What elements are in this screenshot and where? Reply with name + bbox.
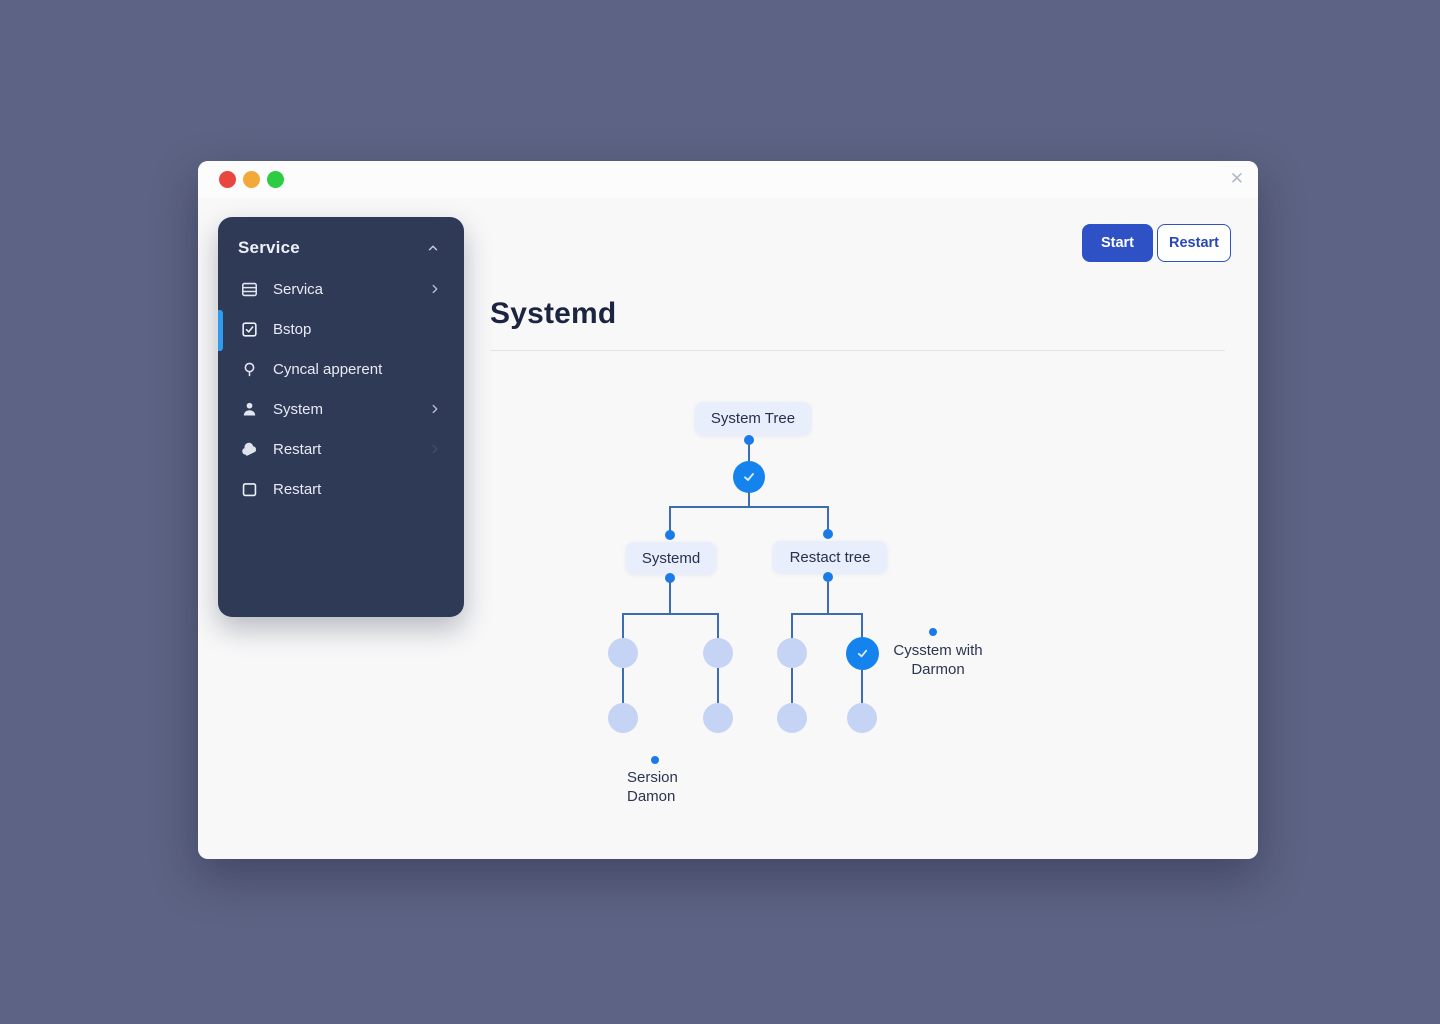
tree-node-systemd[interactable]: Systemd bbox=[626, 542, 716, 574]
tree-leaf-node[interactable] bbox=[608, 703, 638, 733]
annotation-dot bbox=[651, 756, 659, 764]
sidebar-item-bstop[interactable]: Bstop bbox=[218, 309, 464, 349]
connector-line bbox=[861, 670, 863, 703]
maximize-traffic-light[interactable] bbox=[267, 171, 284, 188]
square-outline-icon bbox=[240, 480, 259, 499]
connector-line bbox=[827, 582, 829, 614]
check-icon bbox=[857, 649, 868, 658]
active-item-indicator bbox=[218, 310, 223, 351]
sidebar-item-restart-cloud[interactable]: Restart bbox=[218, 429, 464, 469]
tree-leaf-node[interactable] bbox=[777, 703, 807, 733]
sidebar-item-label: Restart bbox=[273, 440, 322, 458]
connector-dot bbox=[744, 435, 754, 445]
server-list-icon bbox=[240, 280, 259, 299]
sidebar-header[interactable]: Service bbox=[218, 217, 464, 269]
annotation-sersion-damon: Sersion Damon bbox=[627, 769, 678, 805]
connector-line bbox=[748, 444, 750, 463]
minimize-traffic-light[interactable] bbox=[243, 171, 260, 188]
sidebar-item-cyncal-apperent[interactable]: Cyncal apperent bbox=[218, 349, 464, 389]
sidebar-item-label: Servica bbox=[273, 280, 324, 298]
connector-line bbox=[717, 668, 719, 703]
divider bbox=[490, 350, 1225, 351]
chevron-right-icon bbox=[432, 404, 438, 414]
connector-line bbox=[791, 613, 793, 639]
connector-line bbox=[748, 492, 750, 507]
sidebar-item-servica[interactable]: Servica bbox=[218, 269, 464, 309]
tree-leaf-node[interactable] bbox=[777, 638, 807, 668]
connector-line bbox=[622, 613, 624, 639]
tree-leaf-node[interactable] bbox=[608, 638, 638, 668]
connector-dot bbox=[823, 529, 833, 539]
tree-leaf-node[interactable] bbox=[847, 703, 877, 733]
root-check-node[interactable] bbox=[733, 461, 765, 493]
connector-line bbox=[717, 613, 719, 639]
connector-dot bbox=[823, 572, 833, 582]
close-traffic-light[interactable] bbox=[219, 171, 236, 188]
check-icon bbox=[744, 473, 754, 481]
tree-leaf-node[interactable] bbox=[703, 638, 733, 668]
start-button[interactable]: Start bbox=[1082, 224, 1153, 262]
titlebar: ✕ bbox=[198, 161, 1258, 198]
chevron-up-icon bbox=[428, 245, 438, 251]
connector-line bbox=[622, 668, 624, 703]
page-title: Systemd bbox=[490, 297, 617, 330]
sidebar-item-label: Cyncal apperent bbox=[273, 360, 383, 378]
sidebar-item-label: System bbox=[273, 400, 324, 418]
traffic-lights bbox=[219, 171, 284, 188]
sidebar-item-label: Bstop bbox=[273, 320, 312, 338]
annotation-cysstem-with-darmon: Cysstem with Darmon bbox=[893, 642, 983, 678]
app-window: ✕ Service Servica Bstop Cyncal a bbox=[198, 161, 1258, 859]
connector-line bbox=[622, 613, 719, 615]
annotation-dot bbox=[929, 628, 937, 636]
sidebar-item-label: Restart bbox=[273, 480, 322, 498]
connector-line bbox=[669, 506, 829, 508]
restart-button[interactable]: Restart bbox=[1157, 224, 1231, 262]
connector-line bbox=[669, 506, 671, 532]
connector-dot bbox=[665, 573, 675, 583]
tree-leaf-check-node[interactable] bbox=[846, 637, 879, 670]
chevron-right-icon bbox=[432, 444, 438, 454]
sidebar: Service Servica Bstop Cyncal apperent bbox=[218, 217, 464, 617]
checkbox-checked-icon bbox=[240, 320, 259, 339]
user-icon bbox=[240, 400, 259, 419]
close-icon[interactable]: ✕ bbox=[1229, 169, 1244, 188]
connector-line bbox=[827, 506, 829, 531]
tree-leaf-node[interactable] bbox=[703, 703, 733, 733]
cloud-icon bbox=[240, 440, 259, 459]
connector-line bbox=[861, 613, 863, 639]
connector-line bbox=[791, 668, 793, 703]
tree-node-restact-tree[interactable]: Restact tree bbox=[773, 541, 887, 573]
pin-icon bbox=[240, 360, 259, 379]
sidebar-item-system[interactable]: System bbox=[218, 389, 464, 429]
sidebar-title: Service bbox=[238, 238, 300, 257]
sidebar-item-restart-square[interactable]: Restart bbox=[218, 469, 464, 509]
connector-line bbox=[669, 582, 671, 614]
tree-node-system-tree[interactable]: System Tree bbox=[695, 402, 811, 435]
connector-line bbox=[791, 613, 863, 615]
connector-dot bbox=[665, 530, 675, 540]
chevron-right-icon bbox=[432, 284, 438, 294]
